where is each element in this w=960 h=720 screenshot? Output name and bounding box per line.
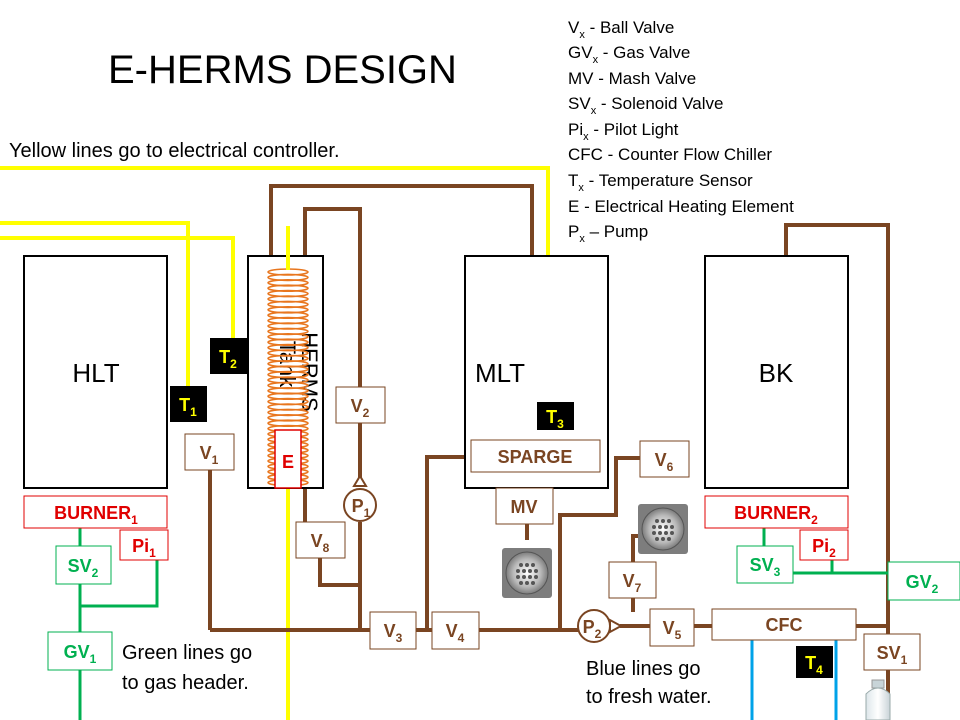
burners: BURNER1 BURNER2 Pi1 Pi2 xyxy=(23,495,849,561)
svg-text:BURNER2: BURNER2 xyxy=(734,503,818,527)
svg-text:V6: V6 xyxy=(655,450,674,474)
legend-entry-gas-valve: GVx - Gas Valve xyxy=(568,43,690,66)
temp-sensors: T1 T2 T3 T4 xyxy=(170,338,833,678)
valve-v4[interactable] xyxy=(431,611,480,650)
blue-lines-note-1: Blue lines go xyxy=(586,658,701,680)
heating-element-label: E xyxy=(282,452,294,472)
gas-valve-1[interactable] xyxy=(47,631,113,671)
green-lines-note-1: Green lines go xyxy=(122,642,252,664)
svg-text:Pi1: Pi1 xyxy=(132,536,156,560)
burner-2[interactable] xyxy=(704,495,849,529)
svg-text:V8: V8 xyxy=(311,531,330,555)
legend-entry-solenoid-valve: SVx - Solenoid Valve xyxy=(568,94,723,117)
pipes xyxy=(208,184,890,720)
legend-entry-counter-flow-chiller: CFC - Counter Flow Chiller xyxy=(568,145,772,164)
mash-valve-label: MV xyxy=(511,497,538,517)
svg-text:P2: P2 xyxy=(583,617,602,641)
valve-v2[interactable] xyxy=(335,386,386,424)
gas-valve-2[interactable] xyxy=(887,561,960,601)
temp-sensor-t2 xyxy=(210,338,247,374)
valve-v5[interactable] xyxy=(649,608,695,647)
svg-text:V5: V5 xyxy=(663,618,682,642)
svg-text:BURNER1: BURNER1 xyxy=(54,503,138,527)
burner-1[interactable] xyxy=(23,495,168,529)
legend-entry-heating-element: E - Electrical Heating Element xyxy=(568,197,794,216)
legend-entry-pump: Px – Pump xyxy=(568,222,648,245)
bk-label: BK xyxy=(759,358,794,388)
valve-v1[interactable] xyxy=(184,433,235,471)
hlt-vessel xyxy=(23,255,168,489)
svg-text:Tank: Tank xyxy=(275,341,300,388)
svg-text:V7: V7 xyxy=(623,571,642,595)
solenoid-valve-1[interactable] xyxy=(863,633,921,671)
svg-text:SV1: SV1 xyxy=(877,643,908,667)
pump-p2[interactable]: P2 xyxy=(577,609,624,643)
temp-sensor-t3 xyxy=(537,402,574,430)
pilot-light-2[interactable] xyxy=(799,529,849,561)
solenoid-valve-2[interactable] xyxy=(55,545,112,585)
heating-element xyxy=(274,429,302,489)
page-title: E-HERMS DESIGN xyxy=(108,48,457,92)
svg-text:SV2: SV2 xyxy=(68,556,99,580)
sparge-label: SPARGE xyxy=(498,447,573,467)
legend-entry-pilot-light: Pix - Pilot Light xyxy=(568,120,679,143)
svg-text:Pi2: Pi2 xyxy=(812,536,836,560)
temp-sensor-t1 xyxy=(170,386,207,422)
blue-lines-note-2: to fresh water. xyxy=(586,686,712,708)
svg-text:SV3: SV3 xyxy=(750,555,781,579)
valve-v8[interactable] xyxy=(295,521,346,559)
svg-text:T3: T3 xyxy=(546,407,564,431)
water-bottle-icon xyxy=(865,679,891,720)
svg-text:P1: P1 xyxy=(352,496,371,520)
solenoid-valve-3[interactable] xyxy=(736,545,794,584)
gas-lines xyxy=(78,528,888,720)
mlt-label: MLT xyxy=(475,358,525,388)
gas-components: SV2 GV1 SV3 GV2 xyxy=(47,545,960,671)
yellow-lines-note: Yellow lines go to electrical controller… xyxy=(9,140,340,162)
svg-text:T2: T2 xyxy=(219,347,237,371)
pilot-light-1[interactable] xyxy=(119,529,169,561)
svg-text:GV1: GV1 xyxy=(64,642,97,666)
temp-sensor-t4 xyxy=(796,646,833,678)
counter-flow-chiller xyxy=(711,608,857,641)
water-lines xyxy=(750,640,838,720)
svg-text:V2: V2 xyxy=(351,396,370,420)
svg-text:V3: V3 xyxy=(384,621,403,645)
mash-valve[interactable] xyxy=(495,487,554,525)
green-lines-note-2: to gas header. xyxy=(122,672,249,694)
legend-entry-ball-valve: Vx - Ball Valve xyxy=(568,18,674,41)
sparge-box xyxy=(470,439,601,473)
pump-p1[interactable]: P1 xyxy=(343,474,377,522)
drain-icon xyxy=(502,548,552,598)
legend-entry-temperature-sensor: Tx - Temperature Sensor xyxy=(568,171,753,194)
valves: V1 V2 V3 V4 V5 V6 V7 V8 xyxy=(184,386,695,650)
svg-text:T4: T4 xyxy=(805,653,823,677)
legend-entry-mash-valve: MV - Mash Valve xyxy=(568,69,696,88)
valve-v3[interactable] xyxy=(369,611,417,650)
valve-v7[interactable] xyxy=(608,561,657,599)
svg-text:T1: T1 xyxy=(179,395,197,419)
bk-vessel xyxy=(704,255,849,489)
svg-text:GV2: GV2 xyxy=(906,572,939,596)
svg-text:V1: V1 xyxy=(200,443,219,467)
legend: Vx - Ball Valve GVx - Gas Valve MV - Mas… xyxy=(568,18,794,245)
cfc-label: CFC xyxy=(766,615,803,635)
svg-text:V4: V4 xyxy=(446,621,465,645)
hlt-label: HLT xyxy=(72,358,119,388)
valve-v6[interactable] xyxy=(639,440,690,478)
drain-icon xyxy=(638,504,688,554)
